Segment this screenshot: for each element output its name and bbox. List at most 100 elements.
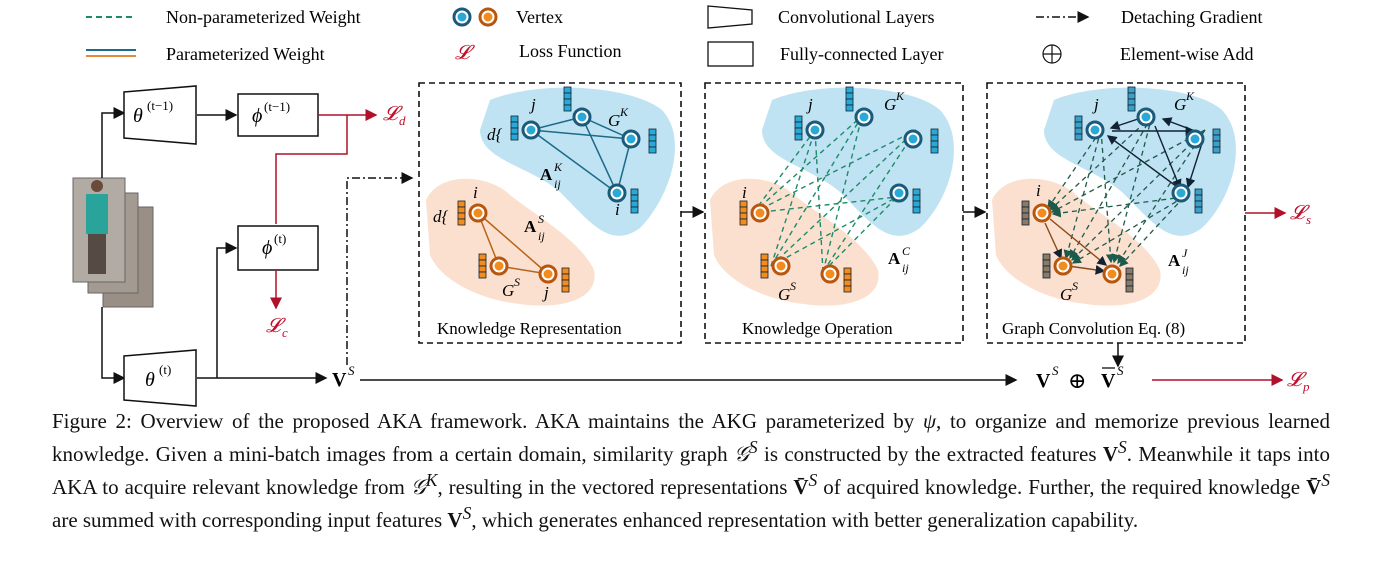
feature-bar-cell bbox=[563, 104, 572, 112]
vertex-fill bbox=[1107, 269, 1117, 279]
sum-V-sup: S bbox=[1052, 363, 1059, 378]
feature-bar-cell bbox=[1074, 133, 1083, 141]
feature-bar-cell bbox=[457, 200, 466, 208]
feature-bar-cell bbox=[563, 86, 572, 94]
feature-bar-cell bbox=[1021, 218, 1030, 226]
panel1-labels: j G K d{ A K ij i i d{ A S ij G S j bbox=[433, 95, 629, 302]
theta-cur-sup: (t) bbox=[159, 362, 171, 377]
feature-bar-cell bbox=[478, 271, 487, 279]
feature-bar-cell bbox=[630, 188, 639, 196]
p3-label-GK: G bbox=[1174, 95, 1186, 114]
feature-bar-cell bbox=[561, 267, 570, 275]
feature-bar-cell bbox=[739, 206, 748, 214]
vertex-fill bbox=[908, 134, 918, 144]
edge bbox=[752, 115, 863, 214]
p2-label-i: i bbox=[742, 183, 747, 202]
legend-vertex: Vertex bbox=[516, 7, 563, 27]
feature-bar-cell bbox=[794, 127, 803, 135]
sum-V: V bbox=[1036, 370, 1051, 392]
p3-label-AJ-sup: J bbox=[1182, 246, 1188, 260]
vertex-fill bbox=[825, 269, 835, 279]
caption-vs-sup3: S bbox=[1321, 470, 1330, 490]
feature-bar-cell bbox=[912, 200, 921, 208]
caption-s3: is constructed by the extracted features bbox=[757, 442, 1103, 466]
feature-bar-cell bbox=[843, 279, 852, 287]
edge bbox=[1047, 129, 1102, 210]
vertex-fill bbox=[894, 188, 904, 198]
edge bbox=[822, 129, 917, 273]
vertex-fill bbox=[1176, 188, 1186, 198]
feature-bar-cell bbox=[843, 273, 852, 281]
feature-bar-cell bbox=[845, 98, 854, 106]
label-GK-sup: K bbox=[619, 105, 629, 119]
feature-bar-cell bbox=[457, 206, 466, 214]
feature-bar-cell bbox=[912, 194, 921, 202]
feature-bar-cell bbox=[510, 133, 519, 141]
VS-label: V bbox=[332, 369, 347, 391]
edge bbox=[1109, 117, 1142, 130]
caption-s5: , resulting in the vectored representati… bbox=[437, 475, 794, 499]
vertex-fill bbox=[543, 269, 553, 279]
edge bbox=[752, 196, 898, 214]
vertex-orange-fill bbox=[483, 12, 493, 22]
feature-bar-cell bbox=[1074, 121, 1083, 129]
sum-Vbar-sup: S bbox=[1117, 363, 1124, 378]
feature-bar-cell bbox=[930, 146, 939, 154]
panel-knowledge-operation bbox=[704, 82, 964, 344]
feature-bar-cell bbox=[648, 134, 657, 142]
edge bbox=[1051, 196, 1185, 218]
p2-label-AC-sup: C bbox=[902, 244, 911, 258]
caption-gk-sup: K bbox=[425, 470, 438, 490]
caption-s7: are summed with corresponding input feat… bbox=[52, 508, 448, 532]
caption-vs-sup1: S bbox=[1118, 437, 1127, 457]
feature-bar-cell bbox=[843, 267, 852, 275]
loss-p-sub: p bbox=[1302, 379, 1310, 394]
p2-label-AC: A bbox=[888, 249, 901, 268]
feature-bar-cell bbox=[1021, 200, 1030, 208]
edge bbox=[1049, 218, 1108, 266]
edge bbox=[530, 129, 618, 194]
vertex-fill bbox=[755, 208, 765, 218]
feature-bar-cell bbox=[794, 133, 803, 141]
vertex-fill bbox=[577, 112, 587, 122]
gk-edges-p3 bbox=[1106, 117, 1204, 190]
vertex-fill bbox=[626, 134, 636, 144]
caption-psi: ψ bbox=[922, 409, 937, 433]
sum-op: ⊕ bbox=[1068, 368, 1086, 393]
input-images bbox=[72, 177, 154, 308]
feature-bar-cell bbox=[760, 271, 769, 279]
p3-label-i: i bbox=[1036, 181, 1041, 200]
feature-bar-cell bbox=[478, 253, 487, 261]
edge bbox=[770, 129, 816, 267]
edge bbox=[1185, 139, 1204, 189]
edge bbox=[752, 129, 917, 214]
label-AS: A bbox=[524, 217, 537, 236]
edge bbox=[1067, 264, 1106, 275]
feature-bar-cell bbox=[1194, 194, 1203, 202]
feature-bar-cell bbox=[1074, 127, 1083, 135]
feature-bar-cell bbox=[739, 218, 748, 226]
feature-bar-cell bbox=[630, 200, 639, 208]
theta-prev-label: θ bbox=[133, 105, 143, 127]
legend-fc: Fully-connected Layer bbox=[780, 44, 943, 64]
conv-layer-icon bbox=[707, 5, 753, 29]
feature-bar-cell bbox=[457, 218, 466, 226]
edge bbox=[530, 129, 632, 140]
label-AS-sub: ij bbox=[538, 229, 545, 243]
p3-label-j: j bbox=[1092, 95, 1099, 114]
edge bbox=[1071, 196, 1185, 264]
detach-gradient-path bbox=[346, 172, 414, 365]
label-AK: A bbox=[540, 165, 553, 184]
edge bbox=[814, 129, 824, 273]
caption-s4: . Meanwhile it taps into AKA to acquire … bbox=[52, 442, 1330, 499]
feature-bar-cell bbox=[1212, 134, 1221, 142]
feature-bar-cell bbox=[912, 206, 921, 214]
edge bbox=[1044, 222, 1062, 260]
edge bbox=[1071, 129, 1206, 261]
legend-non-param: Non-parameterized Weight bbox=[166, 7, 361, 27]
feature-bar-cell bbox=[794, 121, 803, 129]
edge bbox=[770, 115, 863, 267]
phi-cur-label: ϕ bbox=[262, 237, 272, 259]
feature-bar-cell bbox=[457, 212, 466, 220]
edge bbox=[1106, 135, 1181, 190]
